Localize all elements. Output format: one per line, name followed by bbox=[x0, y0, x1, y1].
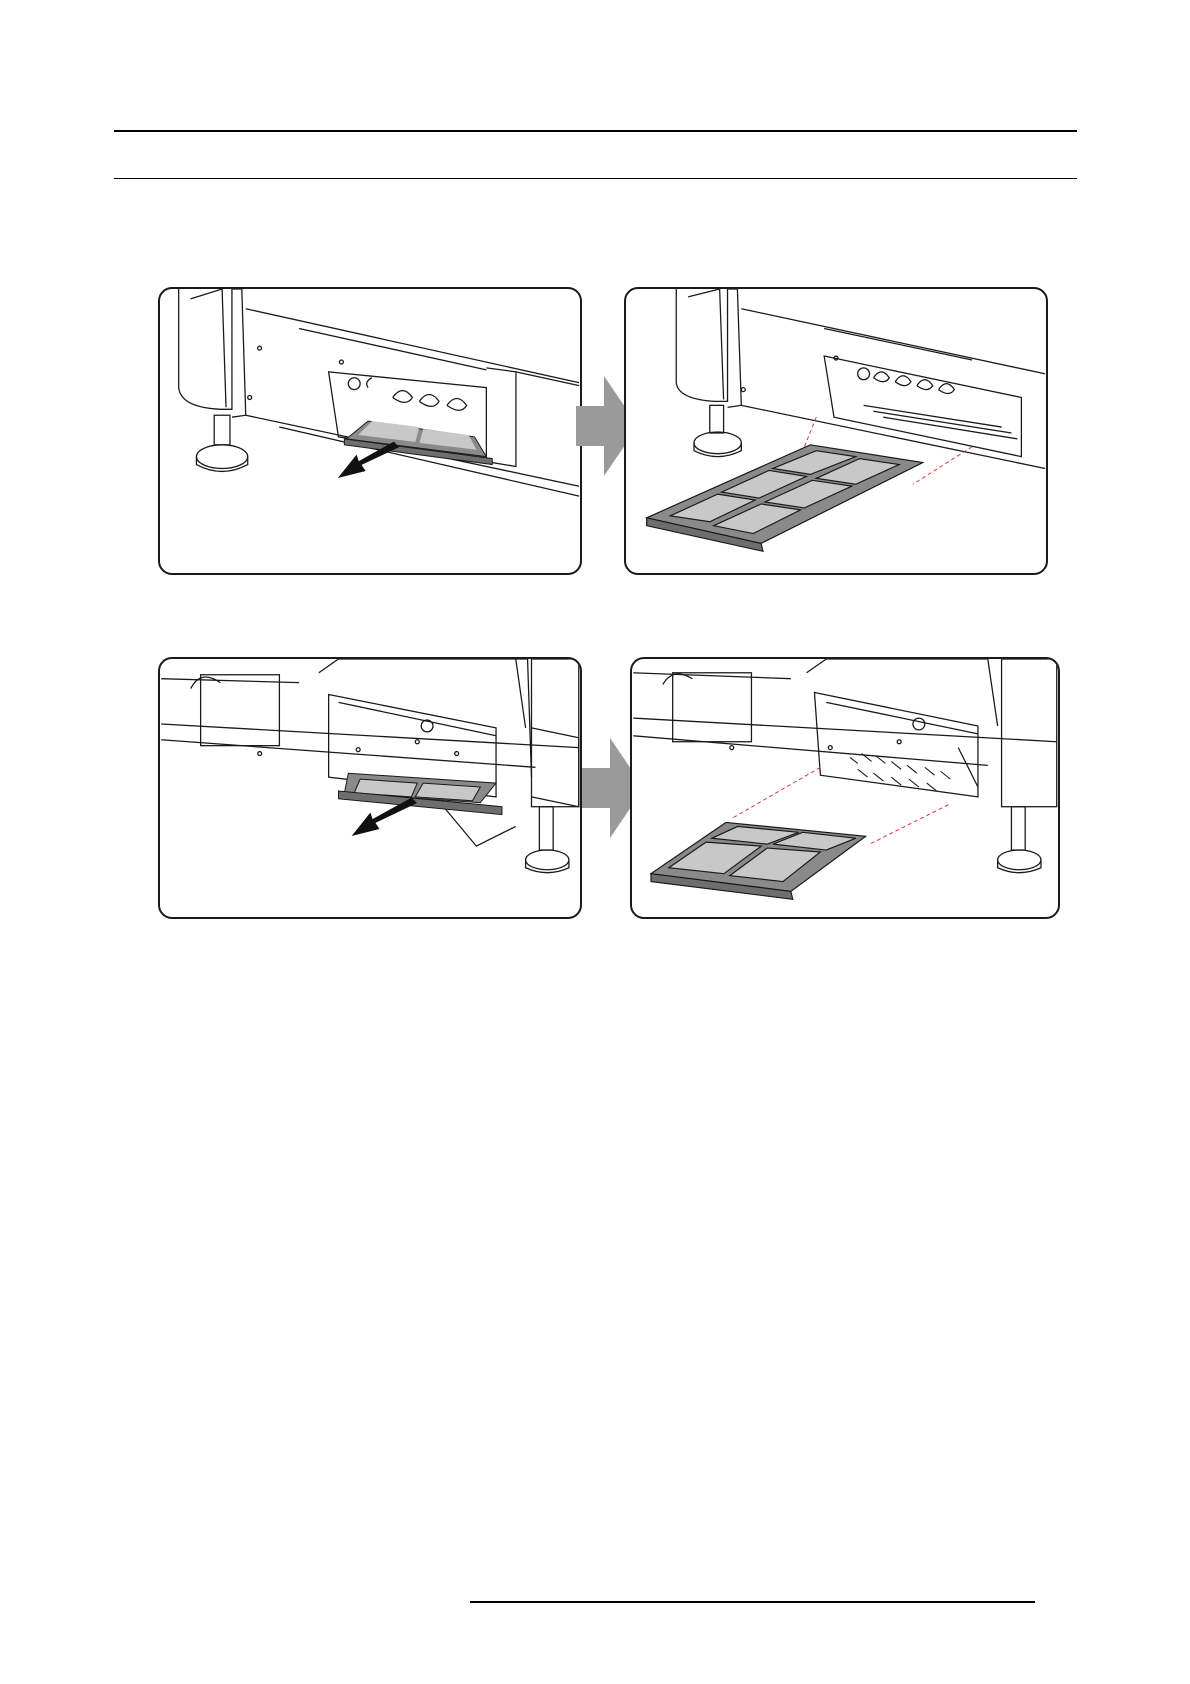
footer-rule bbox=[470, 1601, 1035, 1603]
figure-2-before-panel bbox=[158, 657, 582, 919]
projector-filter-pull-out-illustration bbox=[160, 289, 580, 573]
figure-2-after-panel bbox=[630, 657, 1060, 919]
header-top-rule bbox=[114, 130, 1077, 132]
pull-arrow-icon bbox=[354, 799, 415, 834]
figure-1-after-panel bbox=[624, 287, 1048, 575]
projector-filter-pull-out-illustration bbox=[160, 659, 580, 917]
figure-1-before-panel bbox=[158, 287, 582, 575]
projector-filter-removed-illustration bbox=[632, 659, 1058, 917]
header-bottom-rule bbox=[114, 178, 1077, 179]
projector-filter-removed-illustration bbox=[626, 289, 1046, 573]
